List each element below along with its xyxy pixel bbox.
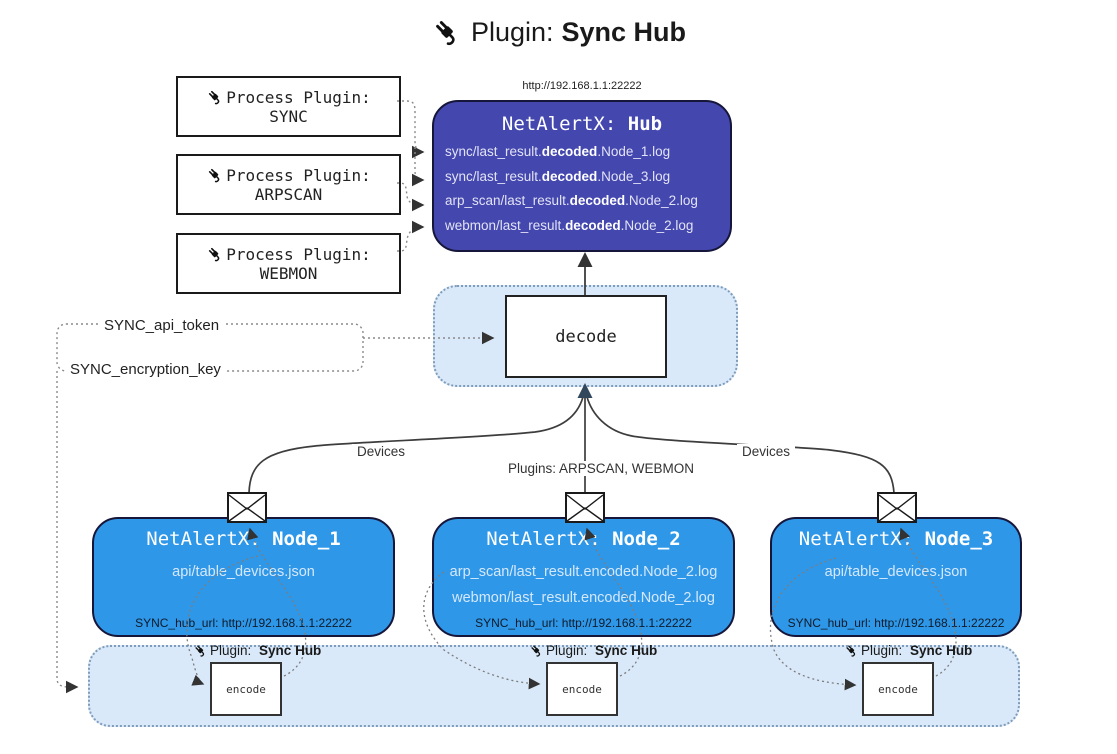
process-plugin-box-webmon: Process Plugin: WEBMON (176, 233, 401, 294)
hub-log-line: sync/last_result.decoded.Node_1.log (445, 144, 671, 159)
node-to-decode-wires (248, 396, 895, 494)
encoder-3-plugin-label: Plugin: Sync Hub (844, 643, 972, 658)
encode-box-2: encode (546, 662, 618, 716)
encode-label: encode (562, 682, 602, 696)
node-hub-url: SYNC_hub_url: http://192.168.1.1:22222 (135, 616, 352, 630)
sync-api-token-label: SYNC_api_token (100, 317, 224, 334)
encode-box-3: encode (862, 662, 934, 716)
hub-log-list: sync/last_result.decoded.Node_1.log sync… (434, 140, 730, 238)
plug-icon (206, 88, 224, 106)
plug-icon (206, 245, 224, 263)
devices-right-label: Devices (737, 444, 796, 459)
plug-icon (206, 166, 224, 184)
node-hub-url: SYNC_hub_url: http://192.168.1.1:22222 (475, 616, 692, 630)
sync-encryption-key-label: SYNC_encryption_key (66, 361, 225, 378)
node-1-box: NetAlertX: Node_1 api/table_devices.json… (92, 517, 395, 637)
node-hub-url: SYNC_hub_url: http://192.168.1.1:22222 (787, 616, 1005, 630)
plug-icon (193, 643, 208, 658)
node-file: arp_scan/last_result.encoded.Node_2.log (449, 564, 718, 580)
process-plugin-name: WEBMON (259, 263, 318, 283)
encoder-2-plugin-label: Plugin: Sync Hub (529, 643, 657, 658)
process-plugin-box-arpscan: Process Plugin: ARPSCAN (176, 154, 401, 215)
node-title: NetAlertX: Node_3 (798, 528, 994, 550)
node-title: NetAlertX: Node_1 (146, 528, 341, 550)
node-files: api/table_devices.json (94, 559, 393, 585)
hub-title: NetAlertX: Hub (434, 113, 730, 135)
hub-title-prefix: NetAlertX: (501, 113, 617, 135)
process-plugin-name: ARPSCAN (254, 184, 323, 204)
node-title: NetAlertX: Node_2 (486, 528, 681, 550)
node-2-box: NetAlertX: Node_2 arp_scan/last_result.e… (432, 517, 735, 637)
encoder-1-plugin-label: Plugin: Sync Hub (193, 643, 321, 658)
page-title-prefix: Plugin: (470, 16, 554, 47)
hub-log-line: arp_scan/last_result.decoded.Node_2.log (445, 193, 698, 208)
page-title: Plugin: Sync Hub (0, 16, 1117, 48)
decode-box: decode (505, 295, 667, 378)
plug-icon (431, 16, 463, 48)
process-plugin-box-sync: Process Plugin: SYNC (176, 76, 401, 137)
plugins-mid-label: Plugins: ARPSCAN, WEBMON (503, 461, 700, 476)
process-plugin-label: Process Plugin: (226, 165, 371, 185)
plug-icon (529, 643, 544, 658)
node-file: api/table_devices.json (172, 564, 315, 580)
hub-url: http://192.168.1.1:22222 (522, 80, 642, 92)
decode-label: decode (555, 326, 617, 347)
process-plugin-name: SYNC (269, 106, 308, 126)
hub-log-line: webmon/last_result.decoded.Node_2.log (445, 217, 694, 233)
plug-icon (844, 643, 859, 658)
node-files: arp_scan/last_result.encoded.Node_2.log … (434, 559, 733, 611)
devices-left-label: Devices (352, 444, 411, 459)
process-plugin-label: Process Plugin: (226, 244, 371, 264)
node-files: api/table_devices.json (772, 559, 1020, 585)
hub-log-line: sync/last_result.decoded.Node_3.log (445, 168, 671, 184)
process-plugin-label: Process Plugin: (226, 87, 371, 107)
node-file: api/table_devices.json (824, 564, 968, 580)
encode-box-1: encode (210, 662, 282, 716)
encode-label: encode (878, 682, 918, 696)
hub-title-name: Hub (627, 113, 663, 135)
encode-label: encode (226, 682, 266, 696)
node-3-box: NetAlertX: Node_3 api/table_devices.json… (770, 517, 1022, 637)
hub-box: NetAlertX: Hub sync/last_result.decoded.… (432, 100, 732, 252)
page-title-name: Sync Hub (561, 16, 687, 47)
node-file: webmon/last_result.encoded.Node_2.log (452, 590, 715, 606)
